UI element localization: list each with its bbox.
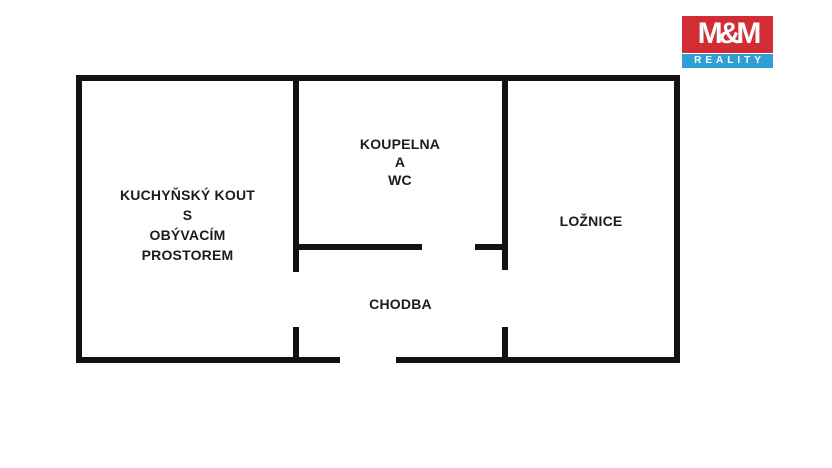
- kitchen-label-line1: KUCHYŇSKÝ KOUT: [119, 187, 256, 203]
- wall-outer-right: [674, 75, 680, 363]
- logo-reality-banner: REALITY: [682, 54, 773, 68]
- bathroom-label-line1: KOUPELNA: [359, 136, 441, 152]
- kitchen-label-line2: S: [182, 207, 193, 223]
- kitchen-label-line4: PROSTOREM: [141, 247, 234, 263]
- wall-outer-bottom-left: [76, 357, 340, 363]
- room-label-bathroom-wc: KOUPELNA A WC: [300, 135, 500, 189]
- room-label-hallway: CHODBA: [369, 296, 432, 312]
- kitchen-label-line3: OBÝVACÍM: [149, 227, 226, 243]
- wall-outer-left: [76, 75, 82, 363]
- wall-bathroom-bottom-right: [475, 244, 508, 250]
- bathroom-label-line3: WC: [388, 172, 412, 188]
- room-label-bedroom: LOŽNICE: [559, 213, 623, 229]
- logo-brand-mark: M&M: [682, 16, 773, 53]
- wall-kitchen-divider-upper: [293, 75, 299, 272]
- wall-bathroom-bottom-left: [293, 244, 422, 250]
- wall-bedroom-divider-upper: [502, 75, 508, 270]
- wall-bedroom-divider-lower: [502, 327, 508, 363]
- bathroom-label-line2: A: [394, 154, 406, 170]
- wall-kitchen-divider-lower: [293, 327, 299, 363]
- wall-outer-bottom-right: [396, 357, 680, 363]
- mm-reality-logo: M&M REALITY: [682, 16, 773, 68]
- room-label-kitchen-living: KUCHYŇSKÝ KOUT S OBÝVACÍM PROSTOREM: [80, 185, 295, 265]
- wall-outer-top: [76, 75, 680, 81]
